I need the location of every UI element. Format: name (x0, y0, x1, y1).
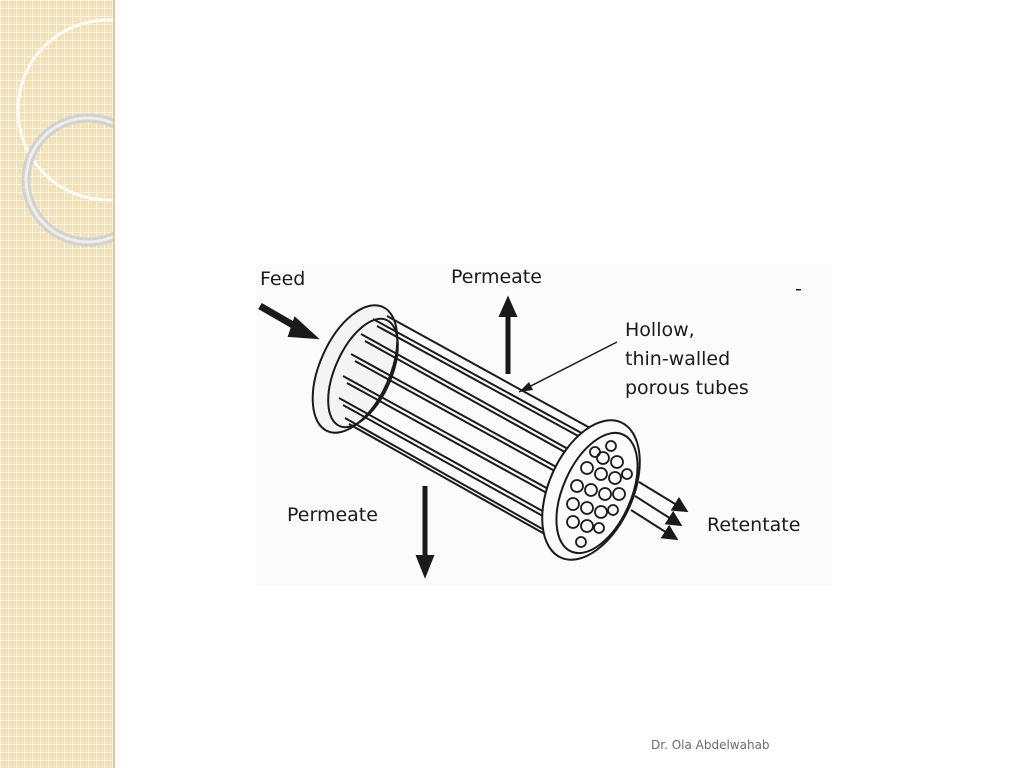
tubes-label-line-2: thin-walled (625, 348, 731, 370)
left-end-plate-rim (327, 317, 399, 429)
permeate-bottom-arrow-head (415, 555, 435, 579)
tubes-label-line-1: Hollow, (625, 319, 695, 341)
feed-arrow-head (287, 316, 320, 340)
porous-tubes (338, 315, 602, 543)
decorative-circles (16, 18, 113, 247)
hollow-fiber-membrane-diagram: Feed Permeate - Hollow, thin-walled poro… (255, 264, 833, 586)
permeate-top-arrow-head (498, 295, 518, 317)
tubes-leader-arrowhead (519, 382, 533, 392)
permeate-top-label: Permeate (451, 266, 542, 288)
permeate-bottom-label: Permeate (287, 504, 378, 526)
corner-mark: - (795, 278, 802, 300)
tube-openings (566, 440, 633, 548)
feed-label: Feed (260, 268, 306, 290)
decorative-side-band (0, 0, 115, 768)
retentate-label: Retentate (707, 514, 801, 536)
retentate-arrows (630, 481, 689, 541)
tubes-label-line-3: porous tubes (625, 377, 749, 399)
slide-footer-author: Dr. Ola Abdelwahab (651, 738, 770, 752)
membrane-module-drawing (258, 295, 689, 579)
left-end-plate (311, 304, 399, 434)
tubes-leader-line (518, 341, 618, 393)
